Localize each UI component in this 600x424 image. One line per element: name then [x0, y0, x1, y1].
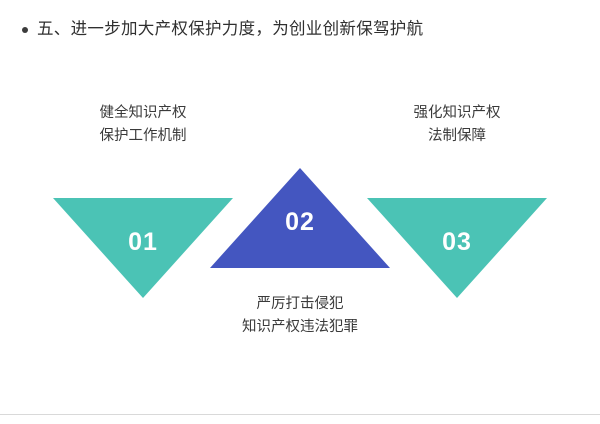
triangle-down-item-1[interactable] — [53, 198, 233, 298]
item-number-2: 02 — [285, 208, 315, 236]
triangle-down-item-3[interactable] — [367, 198, 547, 298]
bullet-dot-icon — [22, 26, 28, 33]
item-caption-1-line-2: 保护工作机制 — [99, 127, 187, 144]
item-number-3: 03 — [442, 228, 472, 256]
item-caption-3-line-1: 强化知识产权 — [413, 105, 501, 121]
bottom-divider — [0, 414, 600, 415]
item-caption-3: 强化知识产权 法制保障 — [367, 102, 547, 148]
item-caption-1: 健全知识产权 保护工作机制 — [53, 102, 233, 148]
item-number-1: 01 — [128, 228, 158, 256]
page-title: 五、进一步加大产权保护力度，为创业创新保驾护航 — [37, 20, 424, 38]
item-caption-2: 严厉打击侵犯 知识产权违法犯罪 — [200, 293, 400, 339]
item-caption-2-line-1: 严厉打击侵犯 — [256, 296, 344, 312]
item-caption-2-line-2: 知识产权违法犯罪 — [242, 318, 358, 335]
triangle-up-item-2[interactable] — [210, 168, 390, 268]
item-caption-3-line-2: 法制保障 — [428, 127, 486, 144]
slide-title: 五、进一步加大产权保护力度，为创业创新保驾护航 — [22, 20, 423, 40]
item-caption-1-line-1: 健全知识产权 — [99, 105, 187, 121]
